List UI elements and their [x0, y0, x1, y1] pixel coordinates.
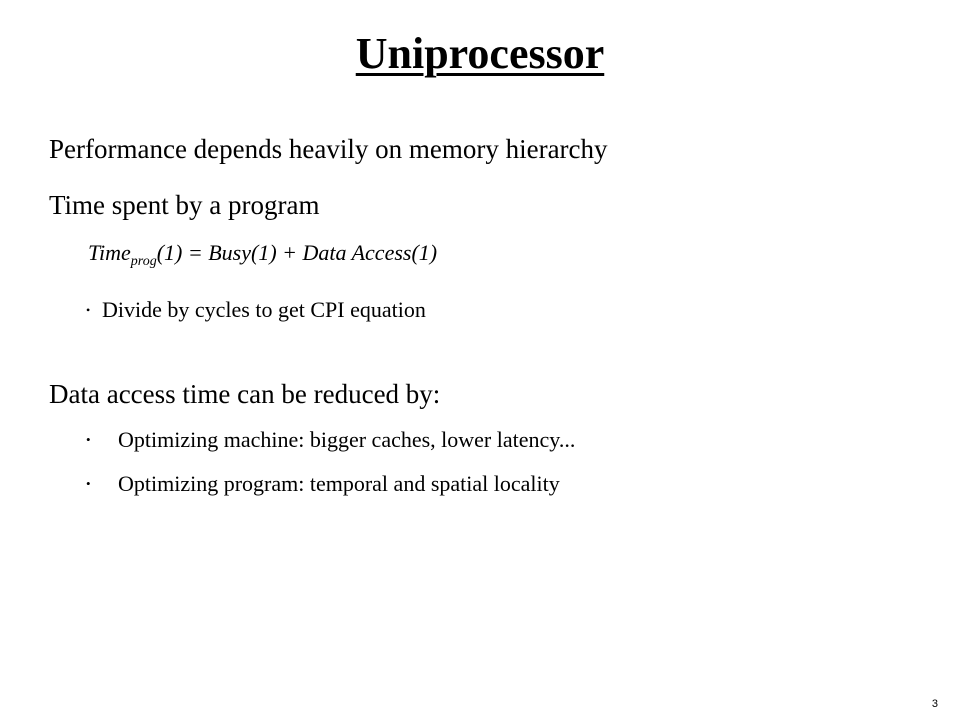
point-performance: Performance depends heavily on memory hi… — [49, 134, 608, 164]
sub-bullet-machine-text: Optimizing machine: bigger caches, lower… — [118, 427, 576, 452]
point-data-access: Data access time can be reduced by: — [49, 379, 441, 409]
point-time-spent: Time spent by a program — [49, 190, 320, 220]
page-number: 3 — [931, 698, 938, 710]
sub-bullet-program-text: Optimizing program: temporal and spatial… — [118, 471, 560, 496]
formula-time-prog: Timeprog(1) = Busy(1) + Data Access(1) — [88, 240, 438, 269]
formula-lhs-subscript: prog — [130, 254, 157, 269]
sub-bullet-program: • Optimizing program: temporal and spatia… — [86, 471, 560, 497]
slide-title: Uniprocessor — [355, 29, 605, 78]
sub-bullet-cpi-text: Divide by cycles to get CPI equation — [102, 297, 426, 322]
bullet-glyph: • — [86, 476, 91, 491]
sub-bullet-machine: • Optimizing machine: bigger caches, lowe… — [86, 427, 575, 453]
formula-rhs: (1) = Busy(1) + Data Access(1) — [156, 240, 438, 265]
formula-lhs-base: Time — [88, 240, 131, 265]
bullet-glyph: • — [86, 432, 91, 447]
bullet-glyph: • — [86, 303, 91, 317]
sub-bullet-cpi: • Divide by cycles to get CPI equation — [86, 297, 426, 323]
